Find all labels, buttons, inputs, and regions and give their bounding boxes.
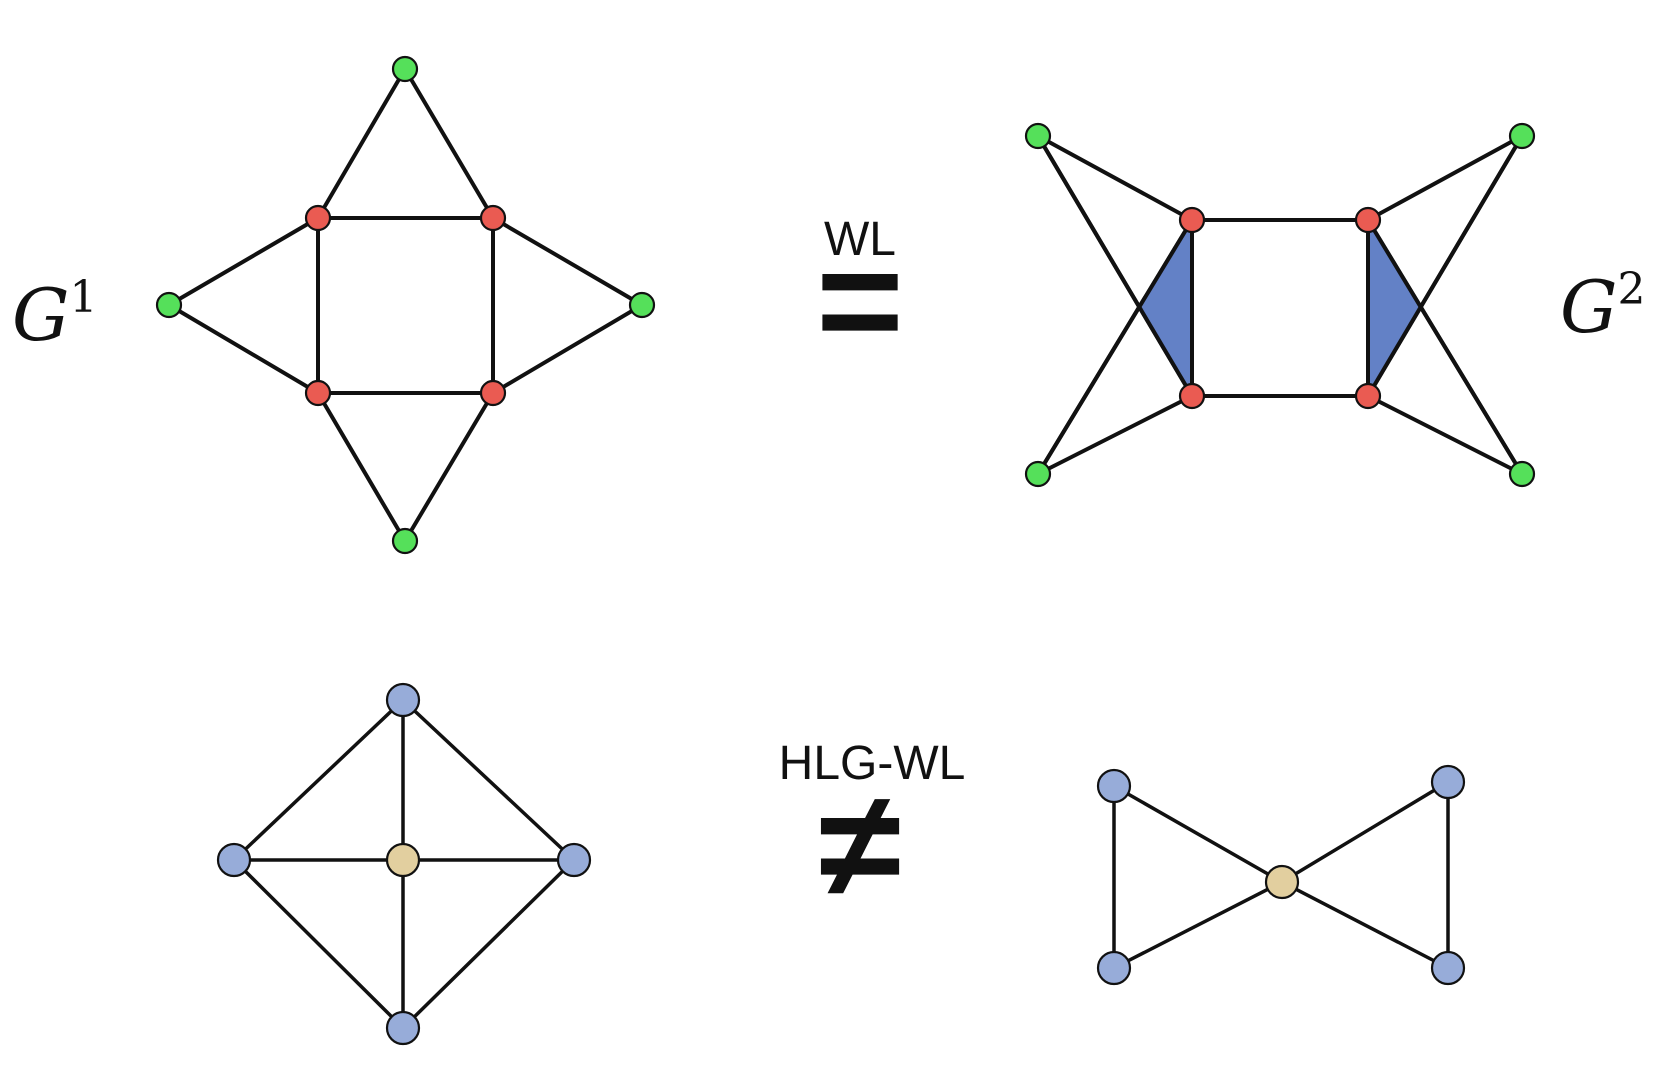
wl-relation: WL = (816, 213, 904, 384)
g1-triangle-right (491, 216, 644, 395)
lg2-edge (1113, 880, 1283, 970)
g2-label: G2 (1560, 264, 1646, 349)
g1-node-inner-tr (479, 204, 507, 232)
g2-node-inner-tr (1354, 206, 1382, 234)
g1-node-inner-bl (304, 379, 332, 407)
g2-square (1190, 218, 1370, 398)
g2-edge-d (1366, 218, 1524, 476)
hlg-wl-label: HLG-WL (779, 737, 966, 790)
lg1-node-top (385, 682, 421, 718)
g1-triangle-bottom (316, 391, 495, 543)
g2-edge-b (1036, 218, 1194, 476)
g2-triangle-left-overlap (1141, 220, 1192, 396)
lg1-edge (232, 858, 405, 1030)
g1-node-outer-right (628, 291, 656, 319)
lg2-node-center (1264, 864, 1300, 900)
lg2-edge (1281, 780, 1449, 884)
g2-node-outer-br (1508, 460, 1536, 488)
g1-triangle-top (316, 67, 495, 220)
lg2-node-br (1430, 950, 1466, 986)
line-graph-g1 (216, 682, 592, 1046)
g1-label: G1 (12, 272, 98, 357)
lg1-edge (401, 698, 576, 862)
hypergraph-g2 (1024, 122, 1536, 488)
g1-node-outer-top (391, 55, 419, 83)
lg2-edge (1281, 880, 1449, 970)
g2-node-outer-tl (1024, 122, 1052, 150)
hlg-wl-relation: HLG-WL ≠ (779, 737, 966, 928)
lg1-node-bottom (385, 1010, 421, 1046)
g1-node-inner-tl (304, 204, 332, 232)
g1-node-outer-left (155, 291, 183, 319)
g2-node-outer-tr (1508, 122, 1536, 150)
lg2-node-tr (1430, 764, 1466, 800)
g2-node-inner-br (1354, 382, 1382, 410)
g1-square (316, 216, 495, 395)
wl-label: WL (824, 213, 896, 266)
g1-triangle-left (167, 216, 320, 395)
lg1-edge (401, 858, 576, 1030)
not-equal-symbol: ≠ (819, 760, 901, 928)
g2-triangle-right-overlap (1368, 220, 1419, 396)
g2-node-inner-tl (1178, 206, 1206, 234)
line-graph-g2 (1096, 764, 1466, 986)
g2-edge-c (1366, 134, 1524, 398)
g1-node-inner-br (479, 379, 507, 407)
lg1-edge (232, 698, 405, 862)
g2-node-inner-bl (1178, 382, 1206, 410)
g2-node-outer-bl (1024, 460, 1052, 488)
hypergraph-g1 (155, 55, 656, 555)
lg2-node-tl (1096, 768, 1132, 804)
lg2-edge (1113, 784, 1283, 884)
lg1-node-right (556, 842, 592, 878)
lg2-node-bl (1096, 950, 1132, 986)
lg1-node-center (385, 842, 421, 878)
lg1-node-left (216, 842, 252, 878)
equals-symbol: = (816, 216, 904, 384)
g1-node-outer-bottom (391, 527, 419, 555)
g2-edge-a (1036, 134, 1194, 398)
